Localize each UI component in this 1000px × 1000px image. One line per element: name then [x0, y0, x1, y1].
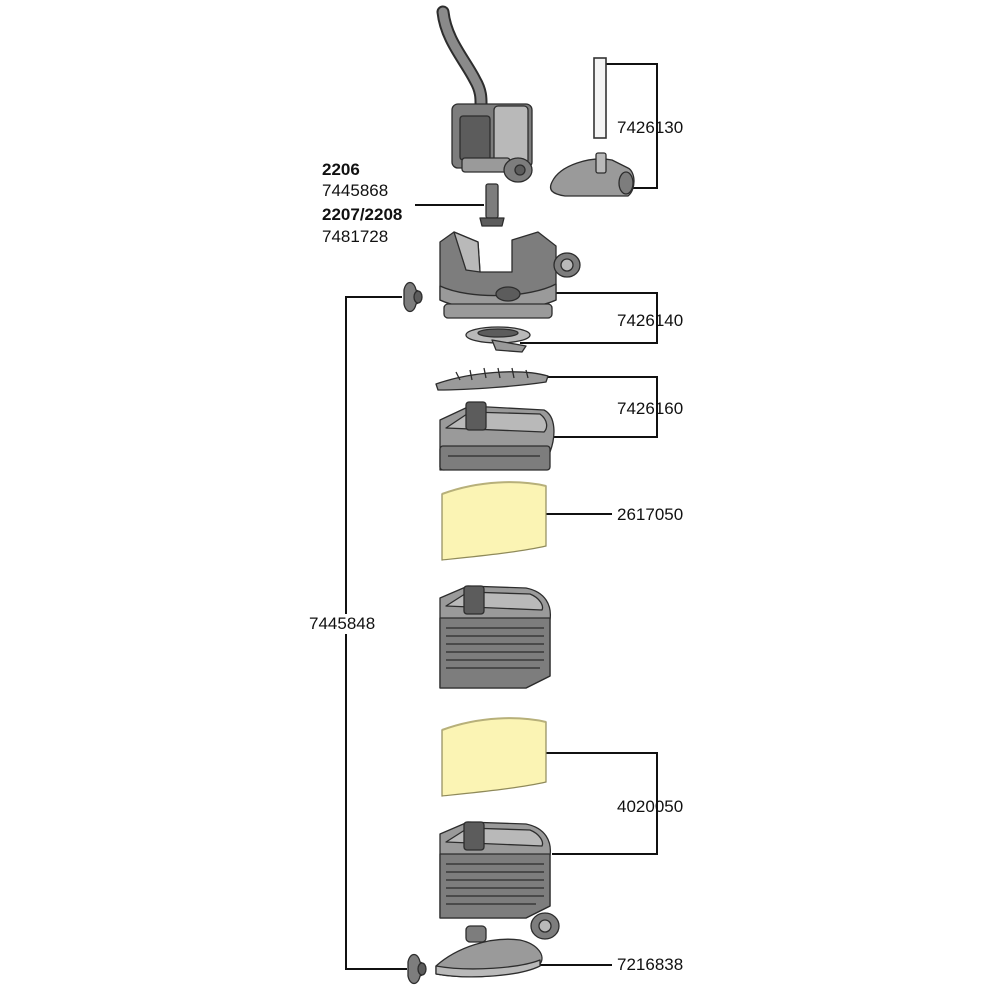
- model-label-2207-2208: 2207/2208: [322, 205, 403, 224]
- part-number-2617050: 2617050: [617, 505, 684, 524]
- suction-cup-top-part: [403, 281, 423, 313]
- cassette-bottom-slots: [446, 863, 544, 905]
- sponge-top-part: [441, 481, 547, 561]
- leader-7426160: [548, 376, 658, 438]
- leader-4020050: [545, 752, 658, 855]
- leader-7426140: [520, 292, 658, 344]
- part-number-4020050: 4020050: [617, 797, 684, 816]
- suction-cup-bottom-part: [407, 953, 427, 985]
- part-number-7426160: 7426160: [617, 399, 684, 418]
- part-number-7216838: 7216838: [617, 955, 684, 974]
- part-number-7426140: 7426140: [617, 311, 684, 330]
- bottom-plate-part: [435, 912, 560, 978]
- part-number-7426130: 7426130: [617, 118, 684, 137]
- filter-cassette-mid-part: [439, 585, 552, 689]
- sponge-bottom-part: [441, 717, 547, 797]
- filter-lid-part: [435, 367, 549, 391]
- cassette-mid-slots: [446, 627, 544, 669]
- filter-cassette-bottom-part: [439, 821, 552, 919]
- filter-cassette-top-part: [439, 401, 555, 471]
- model-label-2206: 2206: [322, 160, 360, 179]
- impeller-part: [479, 183, 505, 227]
- impeller-cover-part: [465, 326, 531, 353]
- leader-7426130: [606, 63, 658, 189]
- pump-motor: [436, 5, 533, 183]
- outlet-tube-part: [549, 57, 635, 197]
- part-number-7445848: 7445848: [307, 614, 378, 634]
- part-number-7481728: 7481728: [322, 227, 389, 246]
- pump-housing-part: [439, 231, 581, 319]
- part-number-7445868: 7445868: [322, 181, 389, 200]
